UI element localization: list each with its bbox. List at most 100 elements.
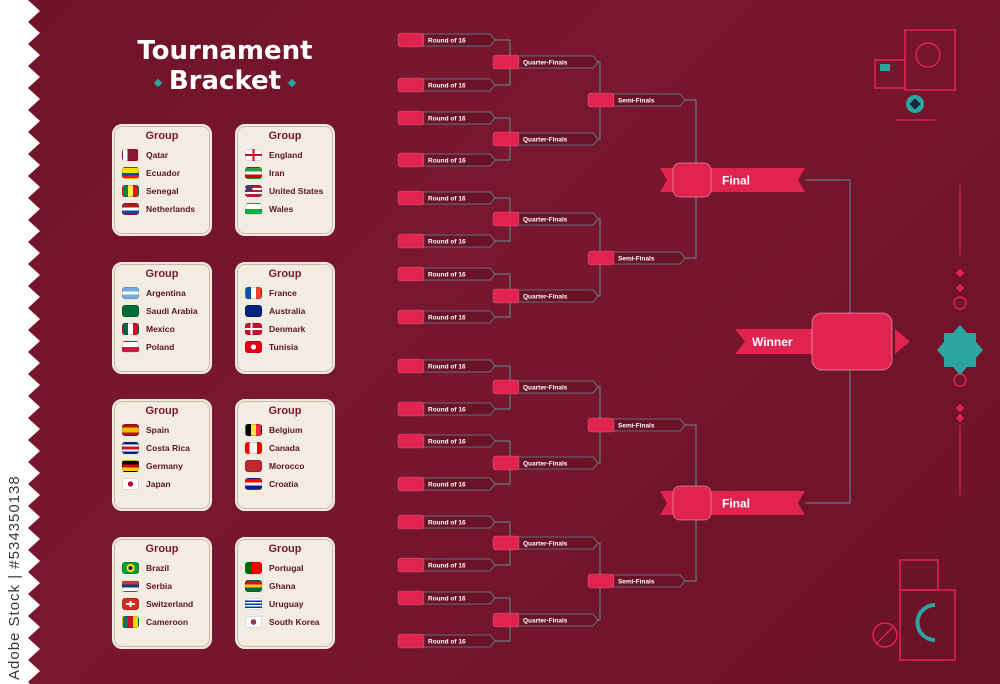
team-name: Portugal	[269, 563, 304, 573]
final-label: Final	[722, 174, 750, 188]
quarter-final-slot-badge	[492, 612, 520, 628]
round-of-16-slot-badge	[397, 514, 425, 530]
team-row: Germany	[114, 457, 210, 475]
round-of-16-slot-label: Round of 16	[428, 439, 466, 446]
semi-final-slot-label: Semi-Finals	[618, 98, 655, 105]
team-row: England	[237, 146, 333, 164]
quarter-final-slot-label: Quarter-Finals	[523, 385, 568, 392]
tunisia-flag-icon	[245, 341, 262, 353]
arc-icon	[915, 603, 936, 642]
round-of-16-slot-badge	[397, 590, 425, 606]
switzerland-flag-icon	[122, 598, 139, 610]
round-of-16-slot-label: Round of 16	[428, 83, 466, 90]
round-of-16-slot-badge	[397, 190, 425, 206]
quarter-final-slot-label: Quarter-Finals	[523, 461, 568, 468]
star-badge-icon	[937, 325, 983, 375]
team-name: Denmark	[269, 324, 306, 334]
qatar-flag-icon	[122, 149, 139, 161]
team-name: Serbia	[146, 581, 172, 591]
costa-rica-flag-icon	[122, 442, 139, 454]
round-of-16-slot-badge	[397, 32, 425, 48]
team-name: Germany	[146, 461, 183, 471]
round-of-16-slot-label: Round of 16	[428, 563, 466, 570]
team-row: Australia	[237, 302, 333, 320]
flag-icon	[880, 64, 890, 71]
round-of-16-slot-badge	[397, 557, 425, 573]
serbia-flag-icon	[122, 580, 139, 592]
group-heading: Group	[268, 405, 302, 417]
ghana-flag-icon	[245, 580, 262, 592]
wales-flag-icon	[245, 203, 262, 215]
field-emblem	[899, 589, 956, 661]
team-row: Croatia	[237, 475, 333, 493]
team-row: Wales	[237, 200, 333, 218]
page-title: Tournament Bracket	[110, 36, 340, 96]
semi-final-slot-badge	[587, 417, 615, 433]
morocco-flag-icon	[245, 460, 262, 472]
team-row: Poland	[114, 338, 210, 356]
portugal-flag-icon	[245, 562, 262, 574]
round-of-16-slot-label: Round of 16	[428, 407, 466, 414]
quarter-final-slot-label: Quarter-Finals	[523, 541, 568, 548]
team-row: Mexico	[114, 320, 210, 338]
round-of-16-slot-badge	[397, 633, 425, 649]
team-row: United States	[237, 182, 333, 200]
round-of-16-slot-label: Round of 16	[428, 38, 466, 45]
decor-line	[875, 625, 895, 645]
team-row: Japan	[114, 475, 210, 493]
usa-flag-icon	[245, 185, 262, 197]
belgium-flag-icon	[245, 424, 262, 436]
canada-flag-icon	[245, 442, 262, 454]
round-of-16-slot-label: Round of 16	[428, 158, 466, 165]
diamond-icon	[955, 413, 965, 423]
zigzag-border	[0, 0, 40, 684]
senegal-flag-icon	[122, 185, 139, 197]
team-row: Argentina	[114, 284, 210, 302]
quarter-final-slot-label: Quarter-Finals	[523, 217, 568, 224]
team-name: South Korea	[269, 617, 320, 627]
flag-emblem	[874, 59, 906, 89]
japan-flag-icon	[122, 478, 139, 490]
quarter-final-slot-label: Quarter-Finals	[523, 294, 568, 301]
croatia-flag-icon	[245, 478, 262, 490]
winner-trophy-box	[811, 312, 893, 371]
winner-banner-tail	[895, 329, 910, 354]
team-row: Cameroon	[114, 613, 210, 631]
round-of-16-slot-badge	[397, 433, 425, 449]
team-row: Uruguay	[237, 595, 333, 613]
ecuador-flag-icon	[122, 167, 139, 179]
field-emblem	[904, 29, 956, 91]
team-row: Denmark	[237, 320, 333, 338]
team-name: United States	[269, 186, 324, 196]
team-name: Brazil	[146, 563, 170, 573]
quarter-final-slot-label: Quarter-Finals	[523, 137, 568, 144]
iran-flag-icon	[245, 167, 262, 179]
team-row: Portugal	[237, 559, 333, 577]
team-row: Serbia	[114, 577, 210, 595]
round-of-16-slot-label: Round of 16	[428, 272, 466, 279]
group-heading: Group	[145, 405, 179, 417]
round-of-16-slot-badge	[397, 152, 425, 168]
team-name: Argentina	[146, 288, 186, 298]
team-row: Ghana	[237, 577, 333, 595]
round-of-16-slot-label: Round of 16	[428, 196, 466, 203]
team-name: Iran	[269, 168, 285, 178]
ball-icon	[915, 42, 941, 68]
team-name: Spain	[146, 425, 170, 435]
quarter-final-slot-badge	[492, 379, 520, 395]
team-row: Canada	[237, 439, 333, 457]
team-name: Ghana	[269, 581, 296, 591]
team-name: Qatar	[146, 150, 169, 160]
watermark: Adobe Stock | #534350138	[6, 475, 23, 680]
team-row: Switzerland	[114, 595, 210, 613]
round-of-16-slot-badge	[397, 233, 425, 249]
team-name: Senegal	[146, 186, 179, 196]
group-heading: Group	[268, 130, 302, 142]
team-name: Ecuador	[146, 168, 181, 178]
